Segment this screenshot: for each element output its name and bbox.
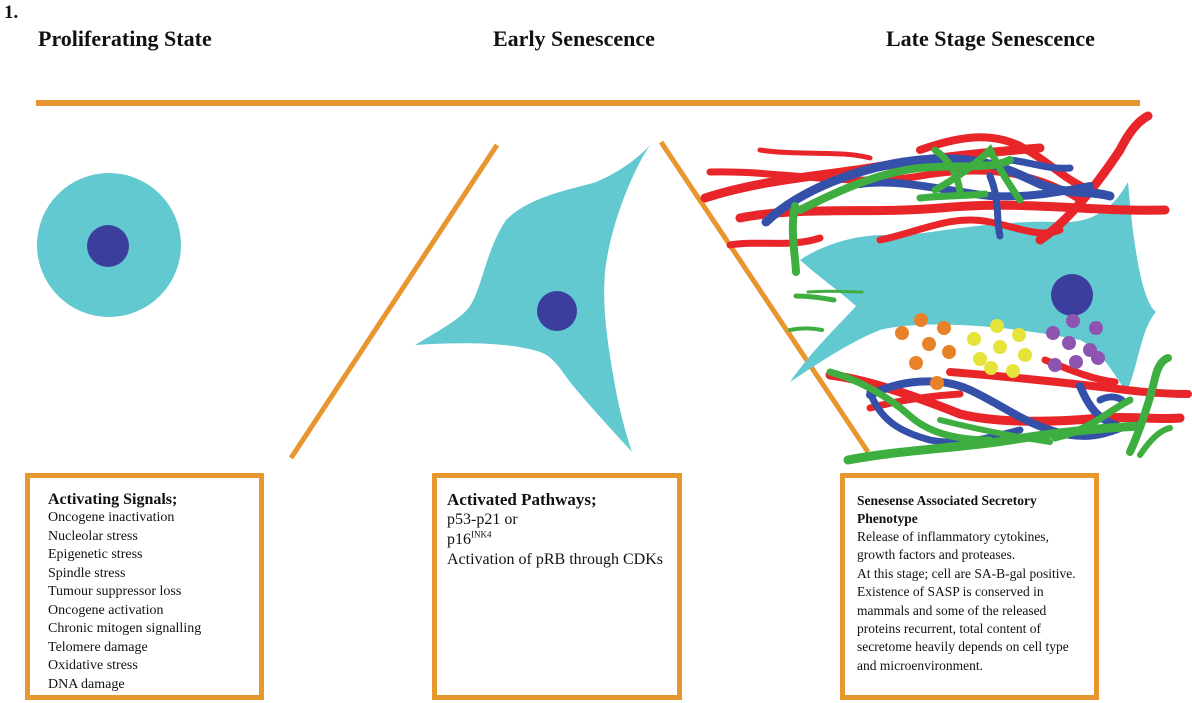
extracellular-fibers-top bbox=[700, 111, 1170, 276]
purple-secreted-dots bbox=[1046, 314, 1105, 372]
stage-title-early-senescence: Early Senescence bbox=[493, 26, 655, 51]
activating-signals-heading: Activating Signals; bbox=[48, 491, 178, 508]
early-senescent-nucleus bbox=[537, 291, 577, 331]
sasp-heading: Senesense Associated Secretory Phenotype bbox=[857, 493, 1037, 526]
signal-item: Nucleolar stress bbox=[48, 528, 138, 544]
signal-item: Oxidative stress bbox=[48, 658, 138, 673]
signal-item: Oncogene activation bbox=[48, 602, 164, 618]
signal-item: Epigenetic stress bbox=[48, 547, 143, 562]
activated-pathways-box: Activated Pathways; p53-p21 or p16INK4 A… bbox=[432, 473, 682, 700]
pathway-p16: p16INK4 bbox=[447, 530, 671, 550]
divider-right bbox=[658, 140, 871, 454]
yellow-secreted-dots bbox=[967, 319, 1032, 378]
signal-item: DNA damage bbox=[48, 676, 125, 692]
figure-number: 1. bbox=[4, 2, 19, 23]
signal-item: Spindle stress bbox=[48, 565, 126, 581]
activated-pathways-heading: Activated Pathways; bbox=[447, 490, 597, 509]
stage-title-proliferating: Proliferating State bbox=[38, 26, 212, 51]
late-senescent-cell bbox=[790, 182, 1156, 392]
p16-label: p16 bbox=[447, 531, 471, 548]
signal-item: Telomere damage bbox=[48, 639, 148, 655]
extracellular-fibers-bottom bbox=[825, 354, 1192, 465]
ink4-superscript: INK4 bbox=[471, 529, 492, 540]
sasp-line: Existence of SASP is conserved in mammal… bbox=[857, 584, 1069, 673]
signal-item: Oncogene inactivation bbox=[48, 510, 175, 525]
late-senescent-nucleus bbox=[1051, 274, 1093, 316]
orange-secreted-dots bbox=[895, 313, 956, 390]
signal-item: Chronic mitogen signalling bbox=[48, 621, 202, 636]
proliferating-nucleus bbox=[87, 225, 129, 267]
sasp-secreted-factors bbox=[895, 313, 1105, 390]
sasp-line: Release of inflammatory cytokines, growt… bbox=[857, 529, 1049, 563]
loose-fibers bbox=[788, 289, 864, 332]
stage-title-late-senescence: Late Stage Senescence bbox=[886, 26, 1095, 51]
activating-signals-list: Oncogene inactivation Nucleolar stress E… bbox=[48, 509, 249, 694]
early-senescent-cell bbox=[415, 145, 650, 452]
sasp-box: Senesense Associated Secretory Phenotype… bbox=[840, 473, 1099, 700]
pathway-prb-activation: Activation of pRB through CDKs bbox=[447, 551, 663, 568]
signal-item: Tumour suppressor loss bbox=[48, 584, 182, 599]
pathway-p53-p21: p53-p21 or bbox=[447, 511, 518, 528]
divider-left bbox=[288, 143, 500, 460]
activating-signals-box: Activating Signals; Oncogene inactivatio… bbox=[25, 473, 264, 700]
sasp-line: At this stage; cell are SA-B-gal positiv… bbox=[857, 565, 1076, 581]
